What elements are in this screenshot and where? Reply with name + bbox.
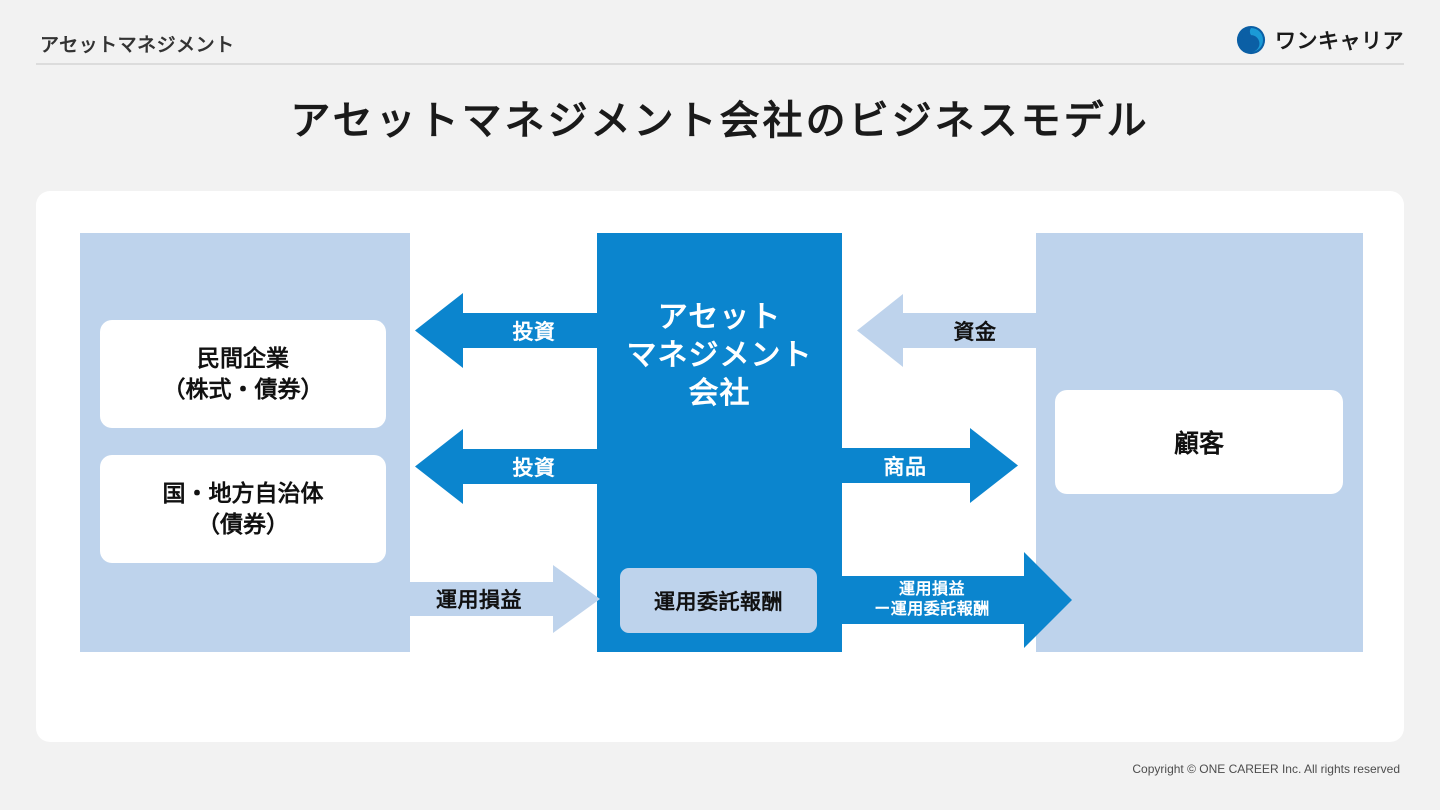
center-title-line-2: マネジメント [626,338,813,372]
entity-line-1: 顧客 [1173,430,1224,458]
arrow-investment-2: 投資 [415,429,605,504]
one-career-swirl-icon [1236,25,1266,55]
arrow-investment-1: 投資 [415,293,605,368]
entity-private-companies: 民間企業 （株式・債券） [100,320,386,428]
arrow-net-profit-loss: 運用損益 ー運用委託報酬 [840,552,1072,648]
arrow-profit-loss-left: 運用損益 [405,565,600,633]
entity-line-1: 民間企業 [197,345,289,372]
breadcrumb: アセットマネジメント [40,35,235,56]
brand-logo: ワンキャリア [1236,25,1404,55]
center-title-line-3: 会社 [688,376,751,410]
center-title-line-1: アセット [657,301,782,334]
management-fee-badge: 運用委託報酬 [620,568,817,633]
entity-line-1: 国・地方自治体 [162,480,324,507]
logo-text: ワンキャリア [1275,30,1404,53]
center-box-title: アセット マネジメント 会社 [597,299,842,412]
arrow-product: 商品 [840,428,1018,503]
page-title: アセットマネジメント会社のビジネスモデル [290,99,1150,143]
entity-line-2: （株式・債券） [162,376,324,402]
copyright-text: Copyright © ONE CAREER Inc. All rights r… [1132,762,1400,776]
entity-line-2: （債券） [197,511,289,537]
arrow-funds: 資金 [857,294,1047,367]
investee-band [80,233,410,652]
entity-government: 国・地方自治体 （債券） [100,455,386,563]
header-divider [36,63,1404,65]
entity-customer: 顧客 [1055,390,1343,494]
